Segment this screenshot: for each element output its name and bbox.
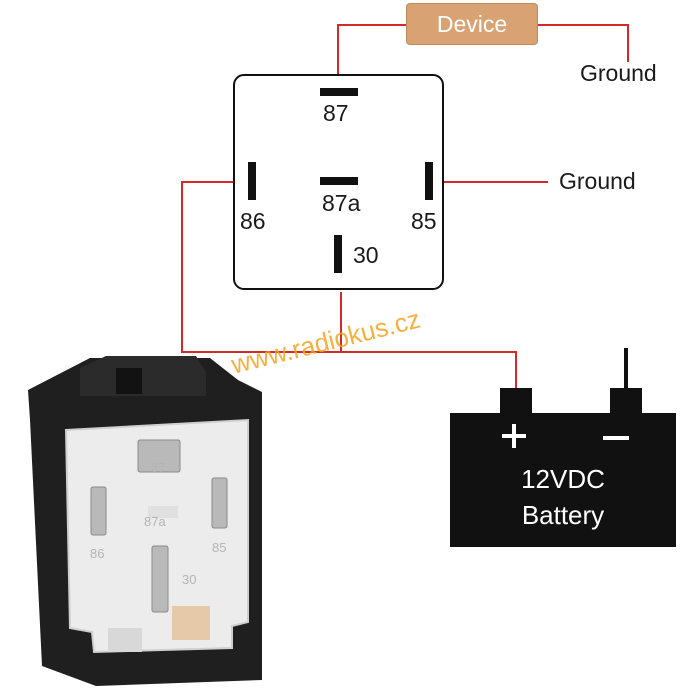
battery-name: Battery [521, 500, 605, 530]
pin-label-87a: 87a [322, 190, 361, 216]
pin-85-mark [425, 162, 433, 200]
relay-pin-face [64, 418, 249, 654]
wire-87-to-device [337, 24, 406, 75]
relay-photo-label-85: 85 [212, 540, 227, 555]
ground-label-85: Ground [559, 168, 636, 194]
pin-87-mark [320, 88, 358, 96]
wire-86-to-battery [181, 181, 517, 390]
pin-30-mark [334, 235, 342, 273]
pin-label-30: 30 [353, 242, 379, 268]
battery-voltage: 12VDC [521, 464, 605, 494]
ground-label-device: Ground [580, 60, 657, 86]
relay-photo-label-87: 87 [151, 460, 166, 475]
pin-87a-mark [320, 177, 358, 185]
device-label: Device [406, 3, 538, 45]
wires [181, 24, 629, 390]
relay-photo-label-87a: 87a [144, 514, 166, 529]
pin-label-86: 86 [240, 208, 266, 234]
pin-86-mark [248, 162, 256, 200]
relay-photo [28, 356, 262, 686]
battery-icon [450, 348, 676, 547]
pin-label-87: 87 [323, 100, 349, 126]
relay-photo-label-86: 86 [90, 546, 105, 561]
pin-label-85: 85 [411, 208, 437, 234]
relay-photo-label-30: 30 [182, 572, 197, 587]
wire-device-to-ground [536, 24, 629, 62]
